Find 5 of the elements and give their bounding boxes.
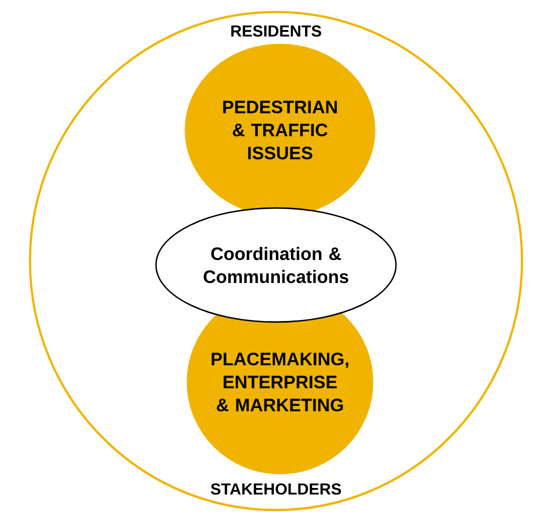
topic-label: PEDESTRIAN & TRAFFIC ISSUES: [223, 100, 337, 160]
topic-label: Coordination & Communications: [204, 246, 348, 284]
circle-label: STAKEHOLDERS: [210, 483, 341, 495]
topic-label: PLACEMAKING, ENTERPRISE & MARKETING: [212, 352, 348, 412]
circle-label: RESIDENTS: [231, 25, 322, 37]
